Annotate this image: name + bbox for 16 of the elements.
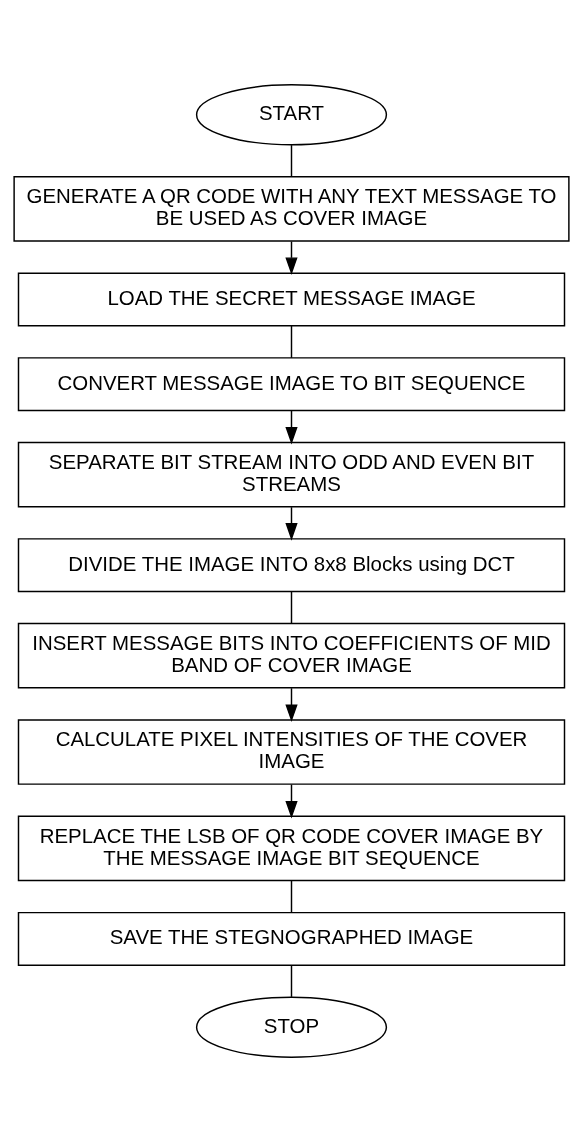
node-box: CONVERT MESSAGE IMAGE TO BIT SEQUENCE [17, 357, 566, 412]
node-box: SAVE THE STEGNOGRAPHED IMAGE [17, 911, 566, 966]
connector [290, 964, 293, 998]
connector [290, 590, 293, 625]
node-box: GENERATE A QR CODE WITH ANY TEXT MESSAGE TO BE USED AS COVER IMAGE [13, 176, 570, 242]
node-box: INSERT MESSAGE BITS INTO COEFFICIENTS OF MID BAND OF COVER IMAGE [17, 622, 566, 689]
node-box: SEPARATE BIT STREAM INTO ODD AND EVEN BIT STREAMS [17, 441, 566, 508]
connector [290, 880, 293, 913]
node-ellipse: STOP [195, 996, 388, 1058]
node-box: REPLACE THE LSB OF QR CODE COVER IMAGE BY THE MESSAGE IMAGE BIT SEQUENCE [17, 815, 566, 882]
connector [290, 325, 293, 359]
node-box: LOAD THE SECRET MESSAGE IMAGE [17, 272, 566, 327]
connector [290, 144, 293, 178]
node-box: DIVIDE THE IMAGE INTO 8x8 Blocks using DCT [17, 538, 566, 593]
node-ellipse: START [195, 84, 388, 146]
node-box: CALCULATE PIXEL INTENSITIES OF THE COVER IMAGE [17, 719, 566, 785]
